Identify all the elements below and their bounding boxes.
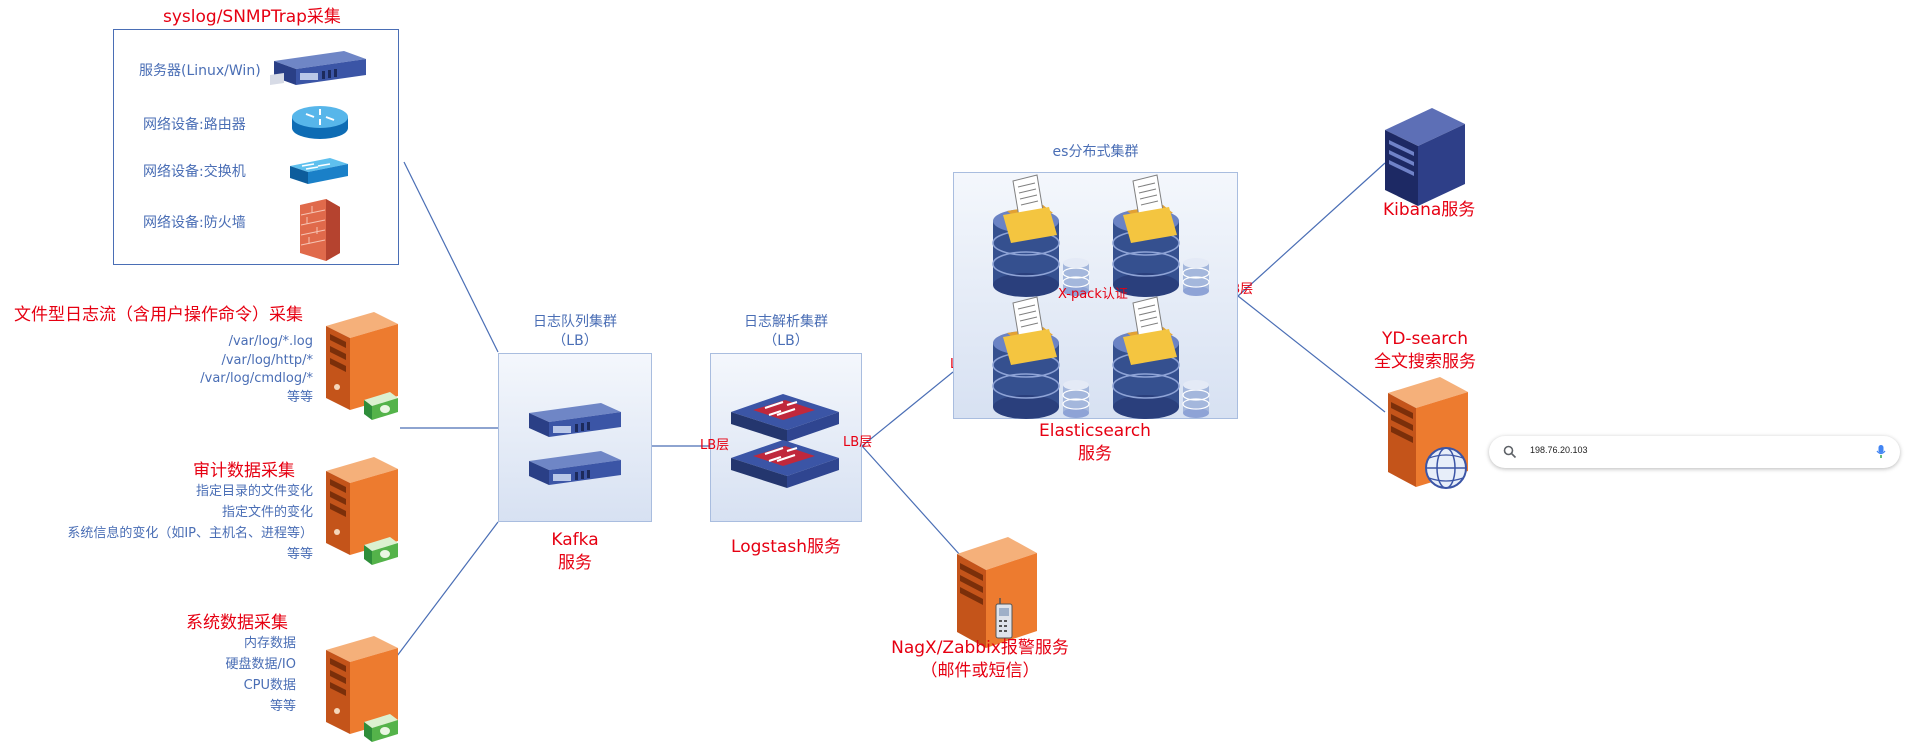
syslog-item-server: 服务器(Linux/Win) bbox=[139, 63, 261, 79]
syslog-title: syslog/SNMPTrap采集 bbox=[163, 7, 341, 27]
system-title: 系统数据采集 bbox=[186, 613, 288, 633]
audit-line: 指定文件的变化 bbox=[221, 505, 313, 520]
logstash-sub: （LB） bbox=[763, 333, 809, 349]
search-icon bbox=[1503, 445, 1517, 459]
search-bar[interactable]: 198.76.20.103 bbox=[1489, 436, 1900, 468]
lb-label-logstash-out: LB层 bbox=[843, 435, 873, 450]
router-icon bbox=[292, 106, 348, 139]
syslog-panel bbox=[113, 29, 399, 265]
ydsearch-name-2: 全文搜索服务 bbox=[1374, 352, 1476, 372]
rack-server-icon bbox=[270, 51, 366, 85]
file-log-line: 等等 bbox=[286, 389, 313, 405]
audit-title: 审计数据采集 bbox=[193, 461, 295, 481]
microphone-icon[interactable] bbox=[1875, 444, 1887, 460]
search-input[interactable]: 198.76.20.103 bbox=[1530, 445, 1588, 455]
nagx-name: NagX/Zabbix报警服务 bbox=[891, 638, 1069, 658]
file-log-line: /var/log/cmdlog/* bbox=[200, 371, 313, 386]
system-line: 等等 bbox=[269, 699, 296, 714]
audit-line: 等等 bbox=[286, 547, 313, 562]
ydsearch-name: YD-search bbox=[1381, 329, 1469, 349]
firewall-icon bbox=[300, 199, 340, 261]
kafka-sub: （LB） bbox=[552, 333, 598, 349]
kafka-name: Kafka bbox=[551, 530, 599, 550]
nagx-name-2: （邮件或短信） bbox=[920, 661, 1040, 681]
audit-line: 指定目录的文件变化 bbox=[195, 484, 313, 499]
es-name: Elasticsearch bbox=[1039, 421, 1151, 441]
kibana-server-icon bbox=[1385, 108, 1465, 206]
logstash-name: Logstash服务 bbox=[731, 537, 841, 557]
logstash-heading: 日志解析集群 bbox=[744, 314, 828, 330]
switch-icon bbox=[290, 158, 348, 184]
kibana-name: Kibana服务 bbox=[1383, 200, 1476, 220]
es-heading: es分布式集群 bbox=[1052, 144, 1139, 160]
kafka-name-2: 服务 bbox=[558, 553, 592, 573]
kafka-heading: 日志队列集群 bbox=[533, 314, 617, 330]
globe-icon bbox=[1425, 447, 1467, 489]
file-log-title: 文件型日志流（含用户操作命令）采集 bbox=[14, 305, 303, 325]
nagx-server-icon bbox=[957, 537, 1037, 648]
kafka-cluster-box bbox=[498, 353, 652, 522]
system-lines: 内存数据 硬盘数据/IO CPU数据 等等 bbox=[150, 633, 296, 717]
system-line: 硬盘数据/IO bbox=[225, 657, 296, 672]
file-log-line: /var/log/*.log bbox=[228, 334, 313, 349]
audit-line: 系统信息的变化（如IP、主机名、进程等） bbox=[67, 526, 313, 541]
file-log-line: /var/log/http/* bbox=[221, 352, 313, 368]
audit-lines: 指定目录的文件变化 指定文件的变化 系统信息的变化（如IP、主机名、进程等） 等… bbox=[6, 481, 313, 565]
lb-label-kafka-logstash: LB层 bbox=[700, 438, 730, 453]
syslog-item-router: 网络设备:路由器 bbox=[143, 117, 246, 133]
syslog-item-switch: 网络设备:交换机 bbox=[143, 164, 246, 180]
phone-icon bbox=[995, 598, 1013, 639]
system-line: CPU数据 bbox=[243, 678, 296, 693]
system-line: 内存数据 bbox=[243, 636, 296, 651]
ydsearch-server-icon bbox=[1388, 377, 1468, 489]
syslog-item-firewall: 网络设备:防火墙 bbox=[143, 215, 246, 231]
file-log-lines: /var/log/*.log /var/log/http/* /var/log/… bbox=[150, 333, 313, 407]
xpack-auth-label: X-pack认证 bbox=[1058, 287, 1128, 302]
es-name-2: 服务 bbox=[1078, 444, 1112, 464]
